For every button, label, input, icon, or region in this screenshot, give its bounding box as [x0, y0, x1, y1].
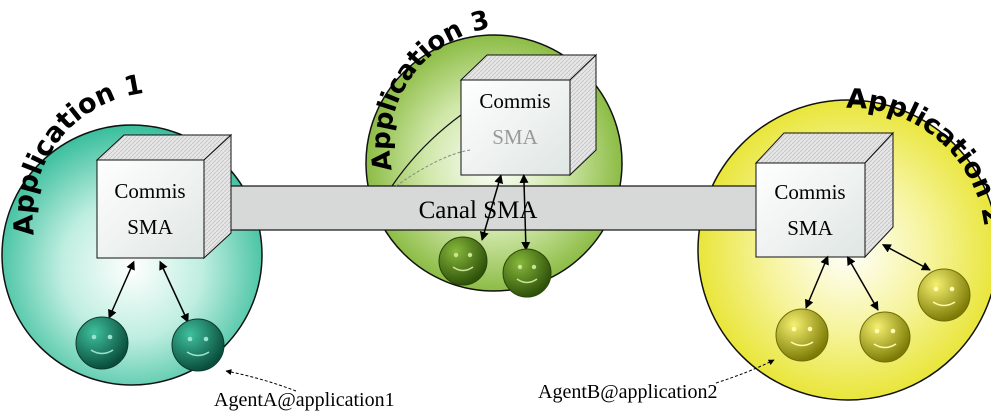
box-1-line-1: Commis — [114, 179, 185, 203]
box-3-line-2: SMA — [492, 125, 538, 149]
arrow-app2-agent-3 — [881, 244, 931, 271]
commis-sma-box-application-3: Commis SMA — [459, 53, 598, 177]
box-1-line-2: SMA — [127, 215, 173, 239]
callout-agent-a-leader — [225, 369, 297, 392]
agent-app2-1 — [775, 308, 829, 362]
agent-app1-2 — [171, 318, 225, 372]
box-2-line-2: SMA — [787, 216, 833, 240]
arrow-app1-agent-1 — [108, 260, 135, 319]
box-2-line-1: Commis — [774, 180, 845, 204]
commis-sma-box-application-1: Commis SMA — [95, 133, 233, 260]
box-3-line-1: Commis — [479, 89, 550, 113]
agent-app1-1 — [75, 316, 129, 370]
agent-app3-1 — [438, 236, 488, 286]
callout-agent-b: AgentB@application2 — [538, 381, 718, 403]
callout-agent-b-leader — [715, 359, 775, 384]
agent-app2-2 — [859, 311, 911, 363]
callout-agent-a: AgentA@application1 — [214, 389, 395, 411]
agent-app2-3 — [917, 268, 971, 322]
message-arrows — [108, 173, 931, 323]
arrow-app2-agent-1 — [805, 255, 829, 309]
arrow-app3-agent-2 — [519, 173, 531, 251]
arrow-app1-agent-2 — [159, 260, 189, 323]
commis-sma-box-application-2: Commis SMA — [754, 131, 895, 259]
arrow-app3-agent-1 — [479, 174, 504, 241]
agent-app3-2 — [502, 248, 552, 298]
arrow-app2-agent-2 — [846, 255, 879, 311]
canal-sma-label: Canal SMA — [419, 197, 538, 224]
